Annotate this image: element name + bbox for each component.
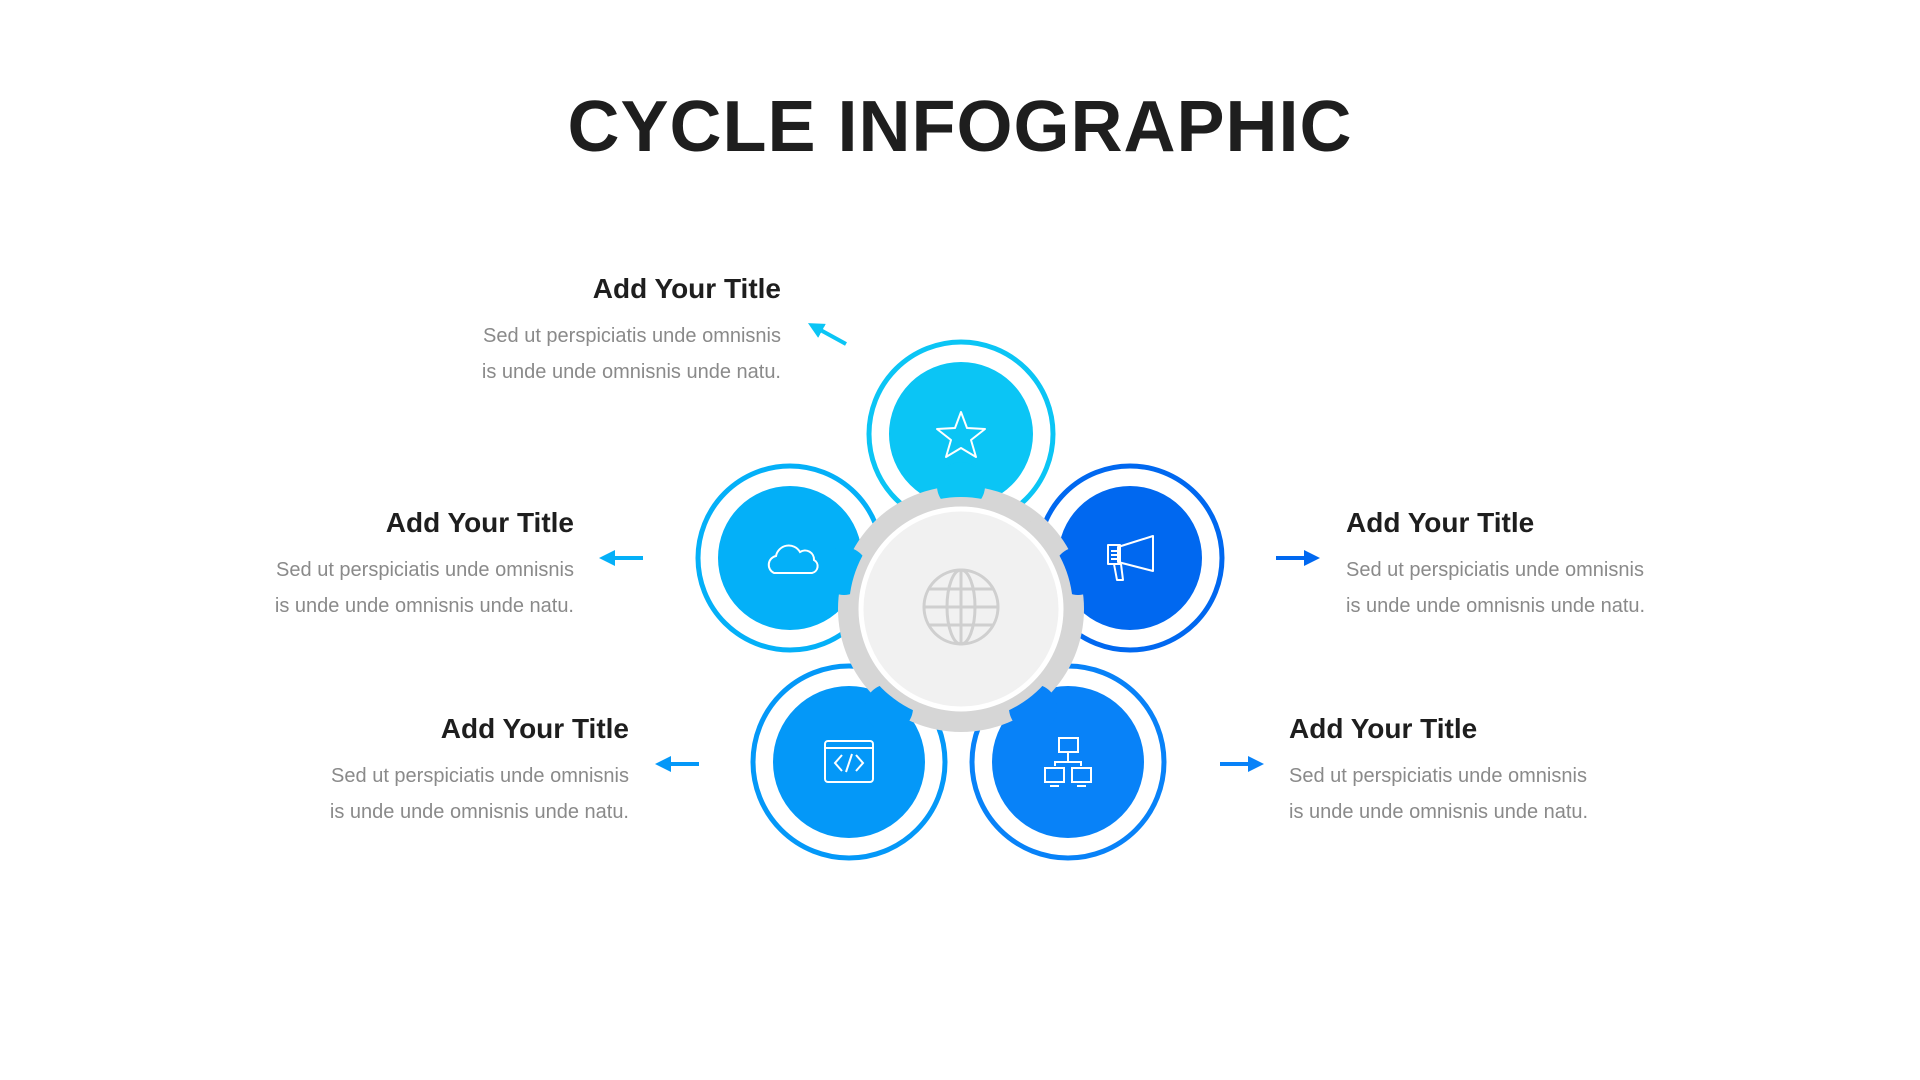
text-block-bottom-left: Add Your Title Sed ut perspiciatis unde …: [209, 712, 629, 830]
text-block-top-left: Add Your Title Sed ut perspiciatis unde …: [361, 272, 781, 390]
page-title: CYCLE INFOGRAPHIC: [567, 87, 1353, 167]
text-block-bottom-right: Add Your Title Sed ut perspiciatis unde …: [1289, 712, 1709, 830]
star-icon: [936, 411, 986, 458]
cloud-icon: [767, 544, 819, 574]
petal-megaphone: [1058, 486, 1202, 630]
petal-cloud: [718, 486, 862, 630]
text-block-right: Add Your Title Sed ut perspiciatis unde …: [1346, 506, 1766, 624]
item-title: Add Your Title: [1346, 507, 1535, 538]
item-title: Add Your Title: [440, 713, 629, 744]
megaphone-icon: [1107, 535, 1154, 581]
code-icon: [824, 740, 874, 783]
item-title: Add Your Title: [385, 507, 574, 538]
petal-star: [889, 362, 1033, 506]
globe-icon: [922, 568, 1000, 646]
item-title: Add Your Title: [592, 273, 781, 304]
item-title: Add Your Title: [1289, 713, 1478, 744]
network-icon: [1044, 737, 1092, 787]
text-block-left: Add Your Title Sed ut perspiciatis unde …: [154, 506, 574, 624]
arrow-top-left: [807, 323, 847, 346]
